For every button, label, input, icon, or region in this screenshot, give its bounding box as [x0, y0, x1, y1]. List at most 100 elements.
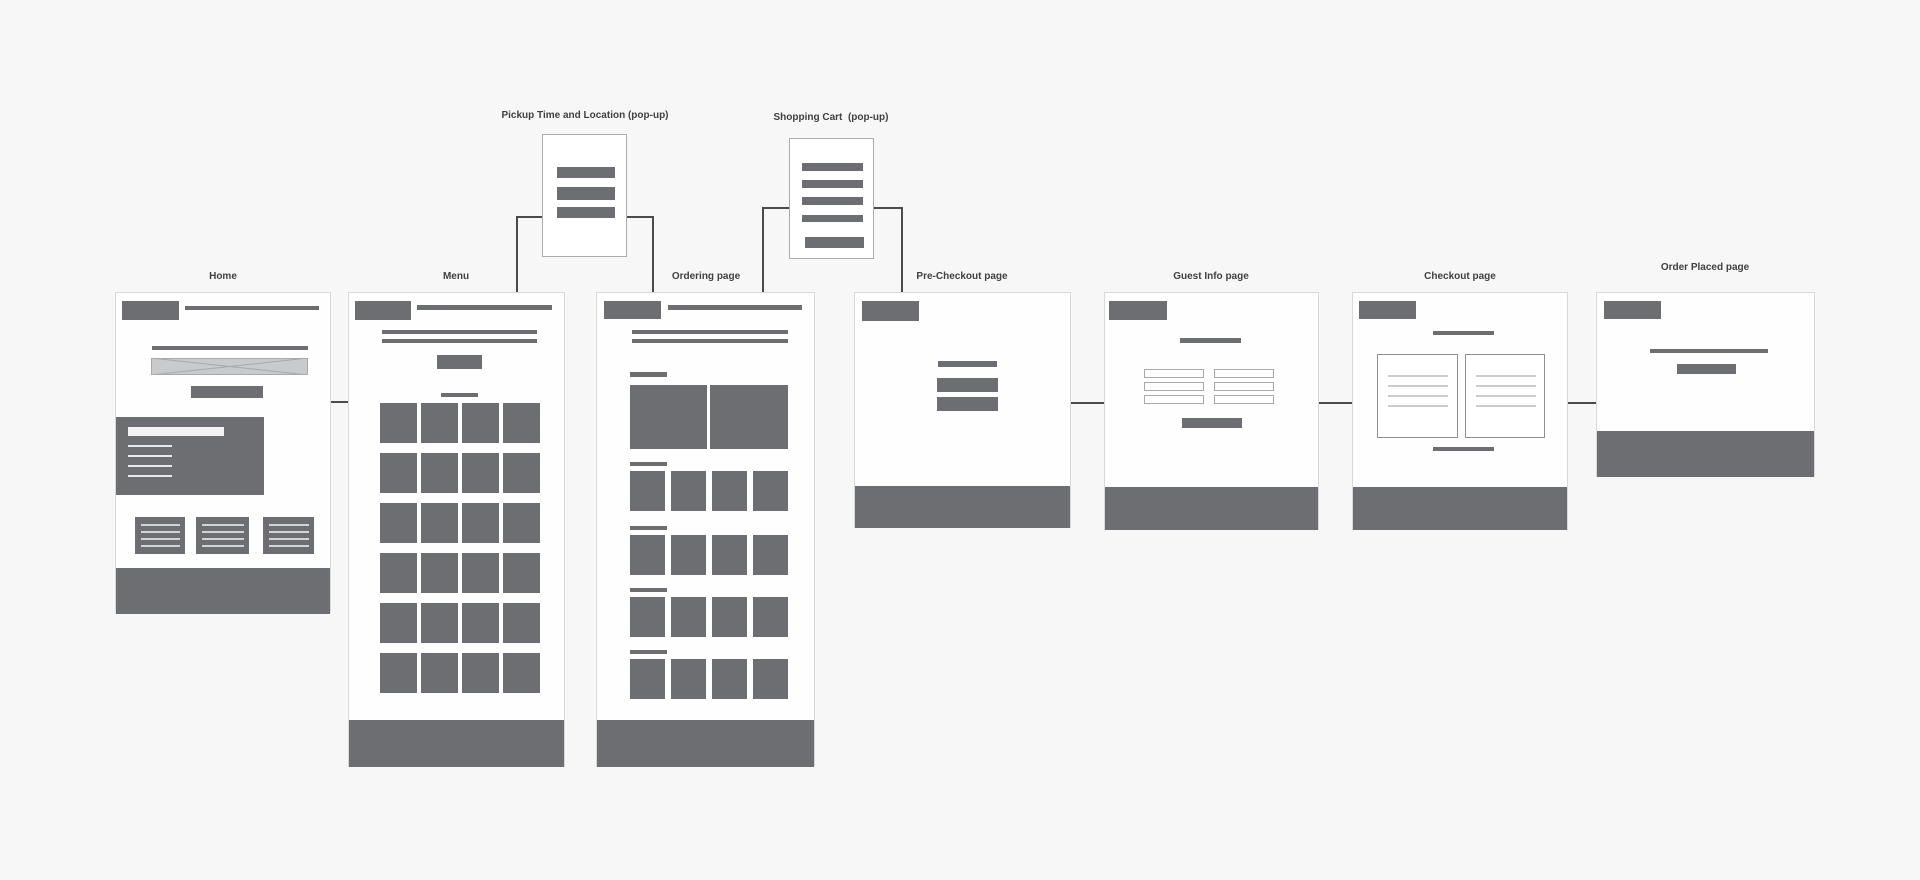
- logo-placeholder: [1109, 301, 1167, 320]
- popup-option-bar-placeholder: [557, 187, 615, 200]
- item-row-grid: [630, 659, 788, 699]
- text-line-placeholder: [382, 339, 537, 343]
- cart-line-placeholder: [802, 180, 863, 188]
- section-label-placeholder: [630, 588, 667, 592]
- hero-image-placeholder: [151, 358, 308, 375]
- item-thumbnail-placeholder: [630, 597, 665, 637]
- item-row-grid: [630, 597, 788, 637]
- connector-pickup-popup-ordering-v: [652, 216, 654, 293]
- connector-pickup-popup-menu-h: [516, 216, 542, 218]
- nav-bar-placeholder: [668, 305, 802, 310]
- option-button-placeholder: [937, 397, 998, 411]
- info-card-placeholder: [196, 517, 249, 554]
- text-line-placeholder: [1476, 385, 1536, 387]
- menu-items-grid: [380, 403, 540, 693]
- item-thumbnail-placeholder: [421, 603, 458, 643]
- cart-line-placeholder: [802, 197, 863, 205]
- order-summary-box: [1377, 354, 1458, 438]
- order-placed-label: Order Placed page: [1660, 262, 1750, 273]
- logo-placeholder: [1359, 301, 1416, 319]
- text-line-placeholder: [382, 330, 537, 334]
- item-thumbnail-placeholder: [503, 603, 540, 643]
- checkout-label: Checkout page: [1424, 271, 1496, 282]
- section-label-placeholder: [630, 462, 667, 466]
- ordering-page-frame: [596, 292, 815, 767]
- item-thumbnail-placeholder: [503, 653, 540, 693]
- ordering-label: Ordering page: [671, 271, 741, 282]
- footer-placeholder: [597, 720, 814, 767]
- payment-box: [1465, 354, 1545, 438]
- item-thumbnail-placeholder: [630, 659, 665, 699]
- item-thumbnail-placeholder: [753, 597, 788, 637]
- text-line-placeholder: [141, 545, 180, 547]
- submit-button-placeholder: [1182, 418, 1242, 428]
- text-line-placeholder: [632, 339, 788, 343]
- heading-placeholder: [938, 361, 997, 367]
- featured-item-placeholder: [710, 385, 788, 449]
- item-thumbnail-placeholder: [380, 553, 417, 593]
- text-line-placeholder: [1476, 375, 1536, 377]
- button-placeholder: [437, 355, 482, 369]
- text-line-placeholder: [1388, 385, 1448, 387]
- item-thumbnail-placeholder: [671, 535, 706, 575]
- cart-line-placeholder: [802, 215, 863, 222]
- logo-placeholder: [1604, 301, 1661, 319]
- connector-cart-popup-ordering-v: [762, 207, 764, 293]
- item-thumbnail-placeholder: [421, 653, 458, 693]
- menu-label: Menu: [442, 271, 470, 282]
- item-thumbnail-placeholder: [380, 403, 417, 443]
- item-thumbnail-placeholder: [503, 503, 540, 543]
- item-thumbnail-placeholder: [503, 553, 540, 593]
- connector-precheckout-guestinfo: [1071, 402, 1104, 404]
- text-line-placeholder: [202, 545, 244, 547]
- connector-guestinfo-checkout: [1319, 402, 1352, 404]
- section-label-placeholder: [441, 393, 478, 397]
- pickup-popup-label: Pickup Time and Location (pop-up): [501, 110, 669, 121]
- footer-placeholder: [349, 720, 564, 767]
- home-label: Home: [209, 271, 237, 282]
- item-thumbnail-placeholder: [712, 471, 747, 511]
- text-line-placeholder: [128, 445, 172, 447]
- nav-bar-placeholder: [417, 305, 552, 310]
- text-line-placeholder: [202, 531, 244, 533]
- pickup-popup-frame: [542, 134, 627, 257]
- item-thumbnail-placeholder: [462, 653, 499, 693]
- text-line-placeholder: [269, 524, 309, 526]
- text-line-placeholder: [632, 330, 788, 334]
- item-thumbnail-placeholder: [421, 403, 458, 443]
- connector-pickup-popup-ordering-h: [627, 216, 654, 218]
- cart-line-placeholder: [802, 163, 863, 171]
- item-thumbnail-placeholder: [712, 535, 747, 575]
- item-thumbnail-placeholder: [671, 597, 706, 637]
- logo-placeholder: [122, 301, 179, 320]
- item-thumbnail-placeholder: [462, 453, 499, 493]
- item-thumbnail-placeholder: [462, 603, 499, 643]
- item-thumbnail-placeholder: [421, 553, 458, 593]
- cart-popup-frame: [789, 138, 874, 259]
- info-card-placeholder: [263, 517, 314, 554]
- item-thumbnail-placeholder: [630, 535, 665, 575]
- item-thumbnail-placeholder: [462, 553, 499, 593]
- footer-placeholder: [855, 486, 1070, 528]
- text-line-placeholder: [269, 545, 309, 547]
- menu-page-frame: [348, 292, 565, 767]
- logo-placeholder: [862, 301, 919, 321]
- text-line-placeholder: [1388, 375, 1448, 377]
- item-thumbnail-placeholder: [503, 403, 540, 443]
- item-thumbnail-placeholder: [503, 453, 540, 493]
- text-line-placeholder: [1388, 395, 1448, 397]
- text-line-placeholder: [202, 538, 244, 540]
- form-field-placeholder: [1214, 382, 1274, 391]
- form-field-placeholder: [1214, 369, 1274, 378]
- footer-placeholder: [116, 568, 330, 614]
- item-thumbnail-placeholder: [753, 471, 788, 511]
- confirmation-line-placeholder: [1650, 349, 1768, 353]
- heading-placeholder: [152, 346, 308, 350]
- connector-cart-popup-precheckout-h: [874, 207, 903, 209]
- item-thumbnail-placeholder: [630, 471, 665, 511]
- guest-info-label: Guest Info page: [1173, 271, 1249, 282]
- confirm-bar-placeholder: [1433, 447, 1494, 451]
- text-line-placeholder: [128, 465, 172, 467]
- heading-placeholder: [1180, 338, 1241, 343]
- item-thumbnail-placeholder: [421, 453, 458, 493]
